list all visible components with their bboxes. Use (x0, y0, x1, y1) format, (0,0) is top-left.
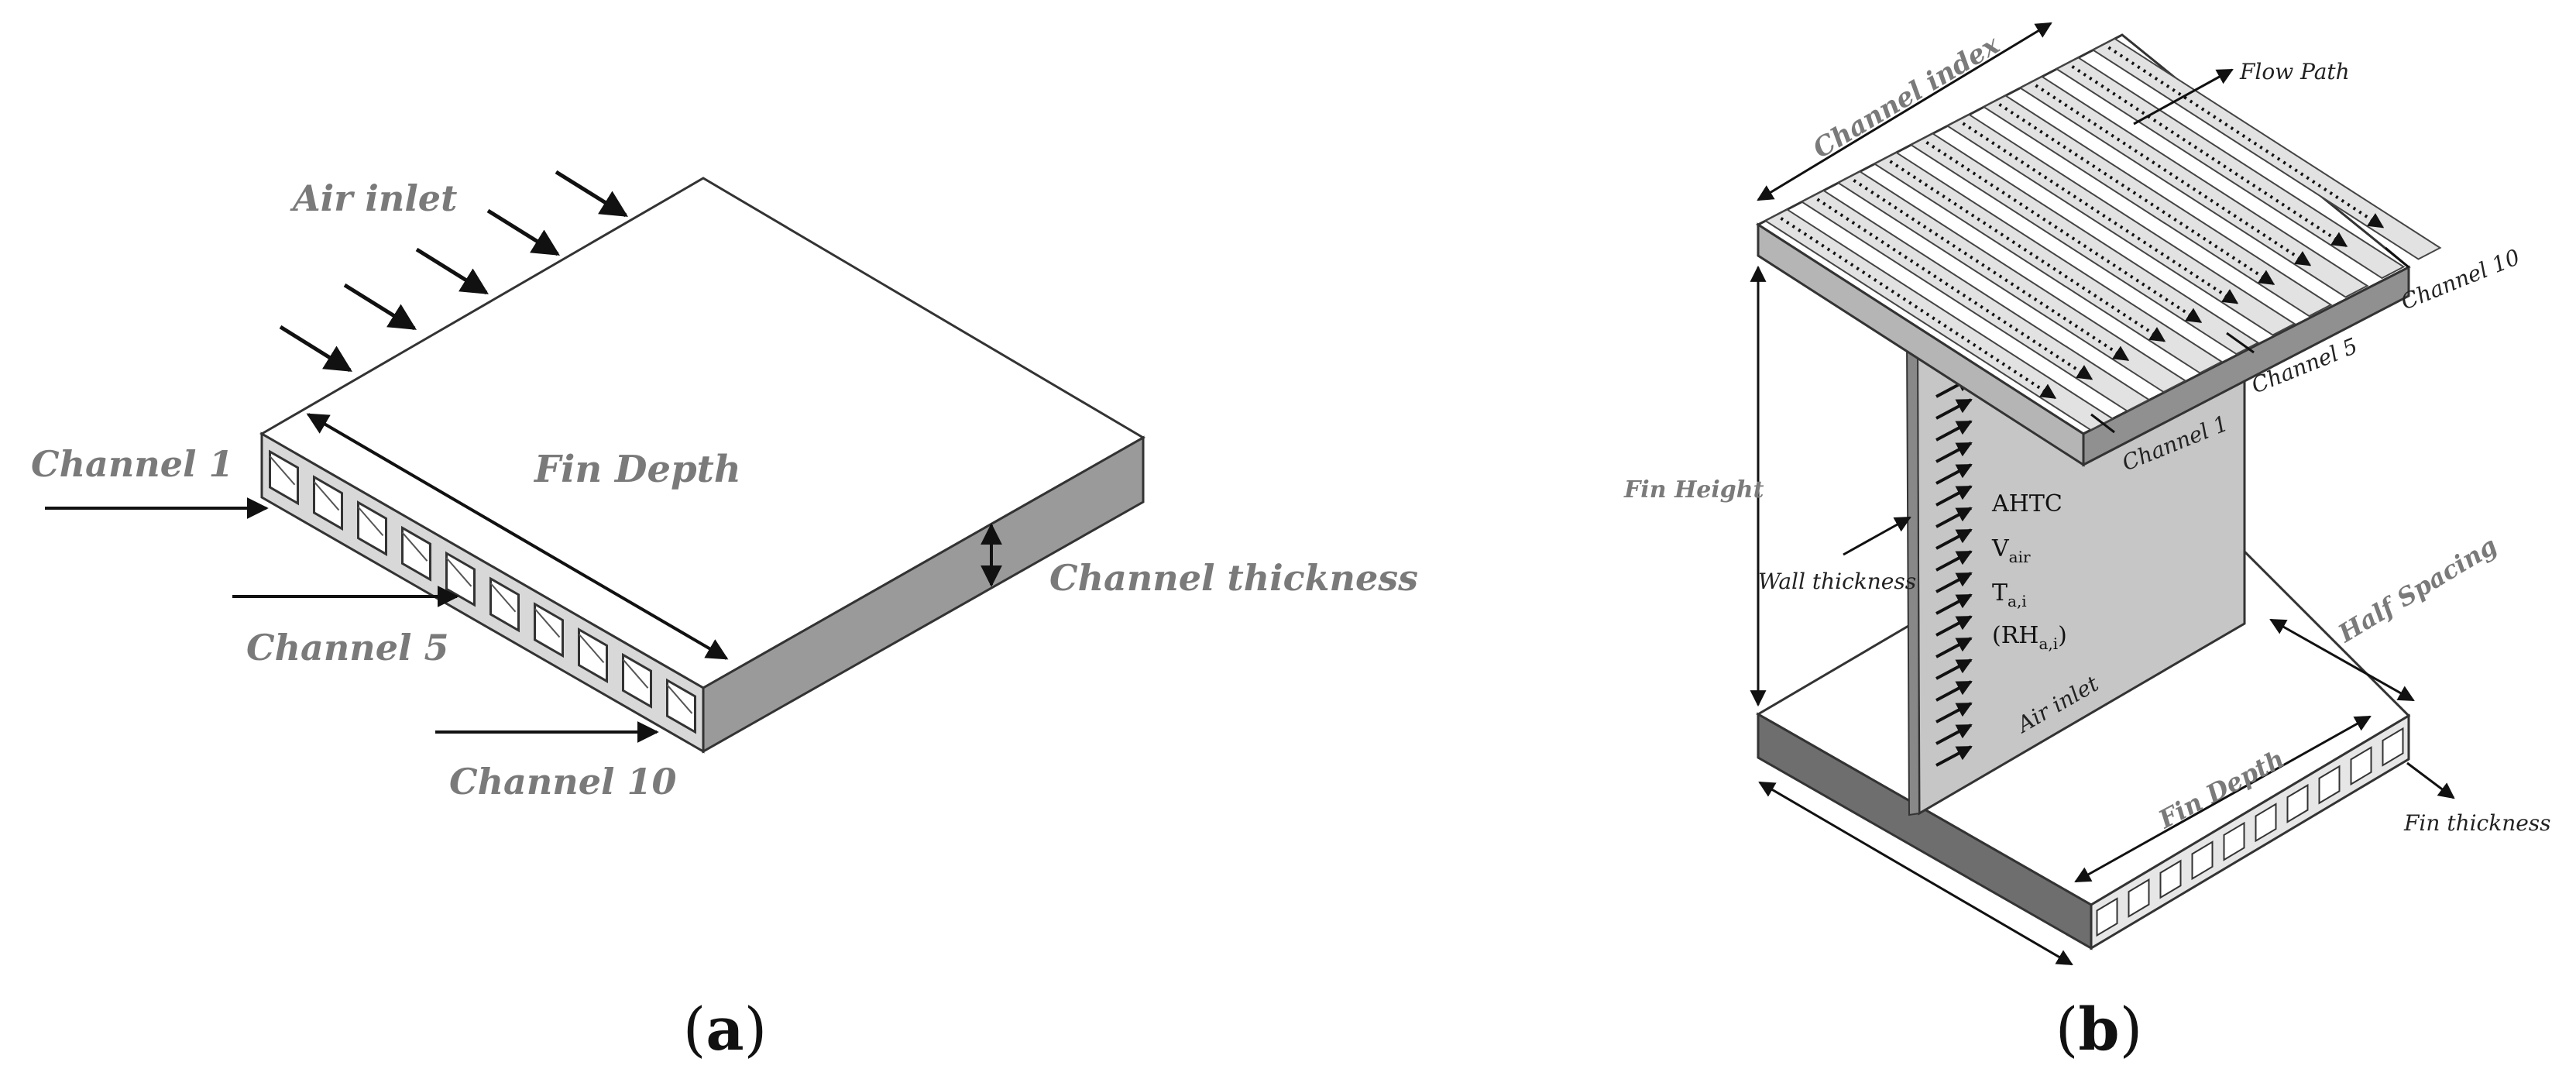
air-arrow (1935, 658, 1973, 680)
variable-ahtc: AHTC (1991, 490, 2063, 517)
air-arrow (1935, 463, 1973, 485)
label-channel-10: Channel 10 (449, 761, 677, 803)
top-ridges (1764, 37, 2442, 431)
label-fin-depth: Fin Depth (533, 448, 741, 491)
channel-index-arrow (1757, 22, 2052, 201)
channel-10-leader (2385, 246, 2409, 269)
label-channel-1: Channel 1 (31, 443, 234, 485)
air-arrow (1935, 593, 1973, 615)
flow-line (1780, 217, 2057, 400)
label-wall-thickness: Wall thickness (1758, 569, 1916, 594)
channel-5-leader (2226, 332, 2255, 354)
fin-depth-arrow (306, 413, 729, 660)
air-arrow (1935, 442, 1973, 463)
air-arrow (1935, 637, 1973, 658)
variable-rh-ai: (RHa,i) (1992, 622, 2067, 653)
air-arrow (1935, 702, 1973, 724)
fin-depth-b-arrow (2074, 715, 2372, 883)
air-inlet-arrow (343, 283, 417, 331)
flow-line (1962, 122, 2239, 304)
variable-v-air: Vair (1991, 535, 2031, 566)
flow-line (1816, 198, 2093, 380)
label-fin-height: Fin Height (1623, 476, 1764, 504)
channel-1-leader (2090, 413, 2115, 434)
channel-opening (2128, 878, 2150, 918)
air-inlet-arrows (279, 170, 628, 373)
air-arrow (1935, 724, 1973, 745)
channel-inner-edge (622, 658, 649, 689)
channel-inner-edge (666, 684, 693, 714)
air-arrow (1935, 572, 1973, 593)
flow-line (1853, 179, 2130, 362)
label-channel-5: Channel 5 (246, 627, 449, 669)
flow-line (2071, 65, 2348, 248)
channel-opening (2382, 727, 2404, 767)
air-inlet-arrow (486, 208, 560, 256)
air-arrow (1935, 507, 1973, 528)
air-arrow (1935, 420, 1973, 442)
label-flow-path: Flow Path (2239, 59, 2350, 84)
half-spacing-arrow (2269, 618, 2415, 702)
channel-inner-edge (269, 455, 296, 486)
air-arrow (1935, 485, 1973, 507)
flow-line (1925, 141, 2203, 324)
air-arrow (1935, 680, 1973, 702)
air-inlet-arrow (555, 170, 628, 218)
wall-thickness-arrow (1843, 516, 1911, 556)
panel-a: Air inlet Channel 1 Fin Depth Channel th… (31, 170, 1418, 1064)
variable-t-ai: Ta,i (1992, 579, 2027, 610)
flow-line (1889, 160, 2166, 342)
air-arrow (1935, 398, 1973, 420)
label-fin-thickness: Fin thickness (2403, 810, 2551, 836)
air-inlet-arrow (279, 325, 352, 373)
air-arrow (1935, 528, 1973, 550)
fin-thickness-arrow (2406, 761, 2455, 799)
wall-variables: AHTC Vair Ta,i (RHa,i) (1991, 490, 2067, 653)
panel-b: Channel index Flow Path Channel 10 Chann… (1623, 22, 2551, 1064)
flow-line (1998, 103, 2275, 286)
caption-a: (a) (683, 995, 768, 1064)
flow-path-arrow (2133, 68, 2234, 125)
flow-line (2035, 84, 2312, 266)
wall-air-arrows (1935, 376, 1973, 767)
slab-top-face (259, 177, 1145, 689)
air-arrow (1935, 550, 1973, 572)
air-arrow (1935, 615, 1973, 637)
slab-side-face (702, 435, 1145, 754)
caption-b: (b) (2056, 995, 2142, 1064)
air-inlet-arrow (415, 247, 489, 295)
bottom-length-arrow (1758, 781, 2073, 966)
label-channel-thickness: Channel thickness (1049, 557, 1418, 599)
label-half-spacing: Half Spacing (2333, 531, 2502, 648)
channel-opening (2096, 897, 2118, 937)
top-slab-side-face (2082, 265, 2410, 467)
flow-line (2107, 46, 2385, 229)
label-air-inlet: Air inlet (290, 177, 457, 219)
air-arrow (1935, 745, 1973, 767)
